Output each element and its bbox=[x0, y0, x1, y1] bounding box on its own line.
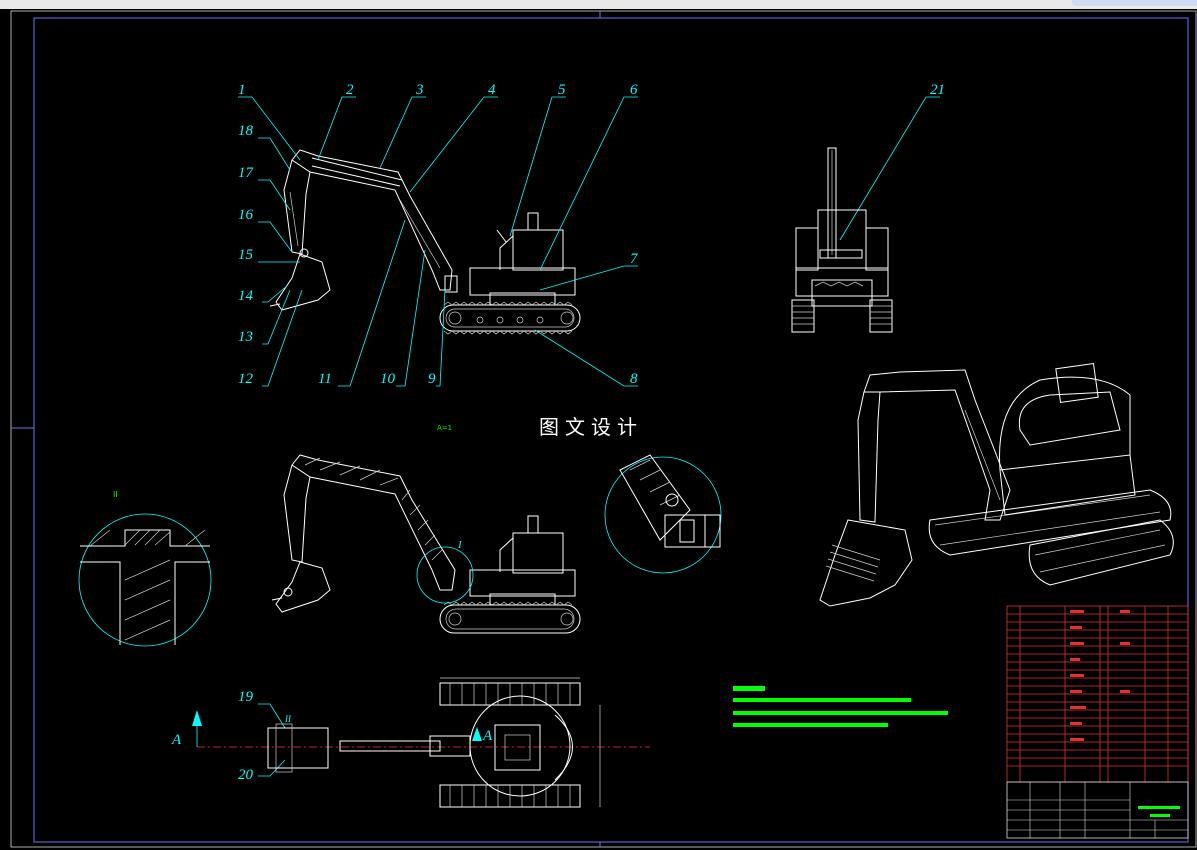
section-arrow-icon bbox=[192, 710, 202, 726]
part-label: 18 bbox=[238, 123, 254, 139]
center-title: 图文设计 bbox=[539, 415, 643, 439]
part-label: 1 bbox=[238, 82, 246, 98]
detail-marker: I bbox=[457, 539, 463, 551]
toolbar-button[interactable] bbox=[1072, 0, 1197, 6]
excavator-front-view bbox=[791, 147, 893, 333]
part-label: 11 bbox=[318, 371, 332, 387]
part-label: 6 bbox=[630, 82, 638, 98]
section-arrow-icon bbox=[472, 727, 482, 741]
technical-notes bbox=[733, 686, 948, 727]
part-label: 2 bbox=[346, 82, 354, 98]
title-block bbox=[1006, 605, 1189, 839]
part-label-group: 1 2 3 4 5 6 7 8 9 10 11 12 13 14 15 16 1… bbox=[238, 82, 945, 783]
part-label: 4 bbox=[488, 82, 496, 98]
sheet-outer-border bbox=[10, 10, 1197, 848]
part-label: 10 bbox=[380, 371, 396, 387]
section-marker: A bbox=[171, 732, 182, 748]
part-label: 8 bbox=[630, 371, 638, 387]
part-label: 20 bbox=[238, 767, 254, 783]
excavator-iso-view bbox=[819, 362, 1174, 607]
part-label: 17 bbox=[238, 165, 255, 181]
detail-view-i bbox=[604, 454, 722, 574]
sheet-inner-border bbox=[33, 17, 1189, 843]
excavator-section-view: I A=1 bbox=[271, 424, 581, 634]
part-label: 15 bbox=[238, 247, 254, 263]
part-label: 19 bbox=[238, 689, 254, 705]
excavator-top-view: A A II bbox=[171, 677, 650, 808]
detail-circle bbox=[416, 546, 474, 604]
part-label: 13 bbox=[238, 329, 253, 345]
detail-view-ii: II bbox=[78, 490, 212, 647]
part-label: 16 bbox=[238, 207, 254, 223]
excavator-side-view bbox=[269, 149, 581, 335]
part-label: 7 bbox=[630, 251, 639, 267]
part-label: 3 bbox=[415, 82, 424, 98]
scale-label: A=1 bbox=[437, 424, 452, 432]
part-label: 5 bbox=[558, 82, 566, 98]
section-marker: A bbox=[482, 728, 493, 744]
part-label: 14 bbox=[238, 288, 254, 304]
detail-title-ii: II bbox=[113, 490, 118, 499]
viewer-toolbar bbox=[0, 0, 1197, 9]
part-label: 21 bbox=[930, 82, 945, 98]
part-label: 9 bbox=[428, 371, 436, 387]
part-leaders bbox=[238, 96, 940, 777]
detail-marker: II bbox=[284, 714, 292, 724]
part-label: 12 bbox=[238, 371, 254, 387]
